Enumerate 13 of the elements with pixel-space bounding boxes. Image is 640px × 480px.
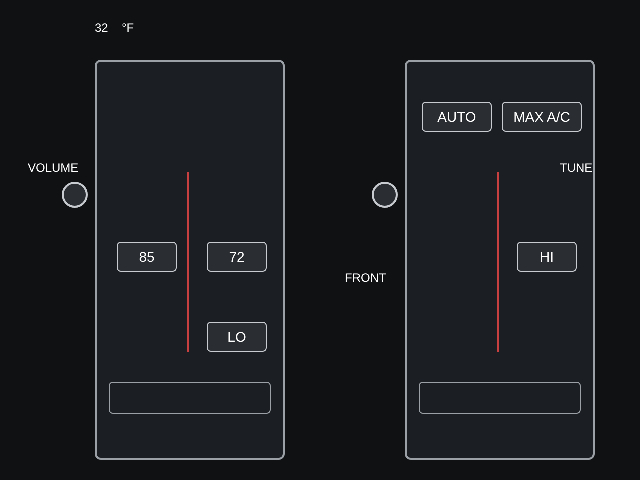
control-button: 72: [207, 242, 267, 272]
panel-label: FRONT: [345, 270, 386, 286]
control-button: AUTO: [422, 102, 492, 132]
display-screen: [405, 60, 595, 460]
panel-label: 32: [95, 20, 108, 36]
panel-label: VOLUME: [28, 160, 79, 176]
panel-label: °F: [122, 20, 134, 36]
control-button: 85: [117, 242, 177, 272]
panel-label: TUNE: [560, 160, 593, 176]
control-button: HI: [517, 242, 577, 272]
display-screen: [95, 60, 285, 460]
control-button: MAX A/C: [502, 102, 582, 132]
control-button: LO: [207, 322, 267, 352]
